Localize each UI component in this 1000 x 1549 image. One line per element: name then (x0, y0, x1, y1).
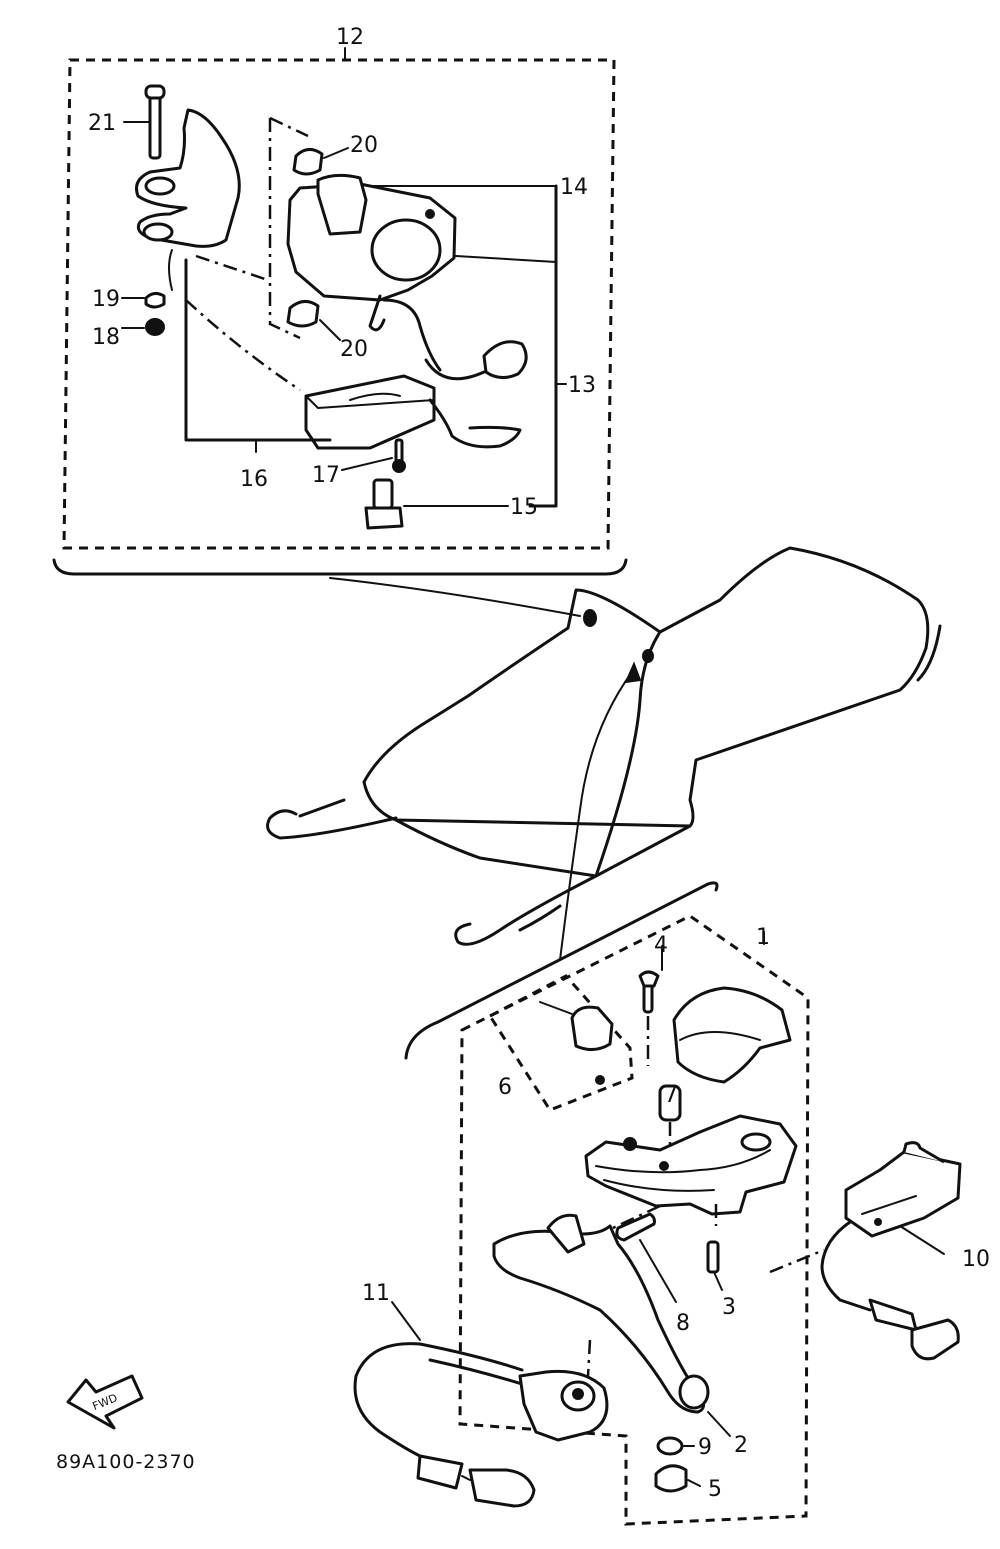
screw-3 (706, 1240, 723, 1291)
callout-17: 17 (312, 463, 340, 488)
washer-9 (656, 1436, 695, 1456)
switch-cable-plug (424, 340, 528, 381)
brake-lever-2 (492, 1213, 731, 1437)
sub-assembly-box-6 (487, 974, 634, 1112)
callout-20-bottom: 20 (340, 337, 368, 362)
switch-body-16 (184, 258, 522, 453)
washer-19 (121, 291, 166, 309)
callout-20-top: 20 (350, 133, 378, 158)
callout-13: 13 (568, 373, 596, 398)
throttle-switch-assembly-box (52, 47, 628, 576)
callout-18: 18 (92, 325, 120, 350)
callout-2: 2 (734, 1433, 748, 1458)
pivot-8 (599, 1204, 677, 1303)
fwd-arrow: FWD (66, 1374, 144, 1430)
callout-bracket-13 (528, 184, 567, 508)
callout-16: 16 (240, 467, 268, 492)
callout-8: 8 (676, 1311, 690, 1336)
callout-5: 5 (708, 1477, 722, 1502)
callout-6: 6 (498, 1075, 512, 1100)
brake-lever-assembly-box (458, 914, 810, 1526)
lever-cover (672, 986, 792, 1084)
callout-19: 19 (92, 287, 120, 312)
callout-1: 1 (756, 925, 770, 950)
callout-3: 3 (722, 1295, 736, 1320)
throttle-box-14 (286, 173, 557, 372)
switch-10 (769, 1141, 962, 1361)
lever-bracket (584, 1114, 798, 1226)
callout-14: 14 (560, 175, 588, 200)
bolt-21 (123, 84, 166, 160)
screw-4 (638, 945, 663, 1066)
throttle-housing-bracket (135, 108, 241, 291)
pin-7 (658, 1084, 682, 1160)
nut-18 (121, 318, 165, 336)
screw-17 (341, 438, 406, 473)
callout-15: 15 (510, 495, 538, 520)
callout-7: 7 (664, 1083, 678, 1108)
snowmobile-outline (266, 546, 942, 1060)
callout-11: 11 (362, 1281, 390, 1306)
diagram-code: 89A100-2370 (56, 1451, 196, 1473)
callout-4: 4 (654, 933, 668, 958)
switch-cable-11 (353, 1301, 609, 1508)
nut-20-bottom (286, 300, 341, 341)
nut-5 (654, 1464, 701, 1493)
callout-21: 21 (88, 111, 116, 136)
callout-12: 12 (336, 25, 364, 50)
button-6 (539, 1001, 614, 1085)
callout-10: 10 (962, 1247, 990, 1272)
nut-20-top (292, 147, 349, 176)
bolt-15 (364, 478, 509, 530)
callout-9: 9 (698, 1435, 712, 1460)
